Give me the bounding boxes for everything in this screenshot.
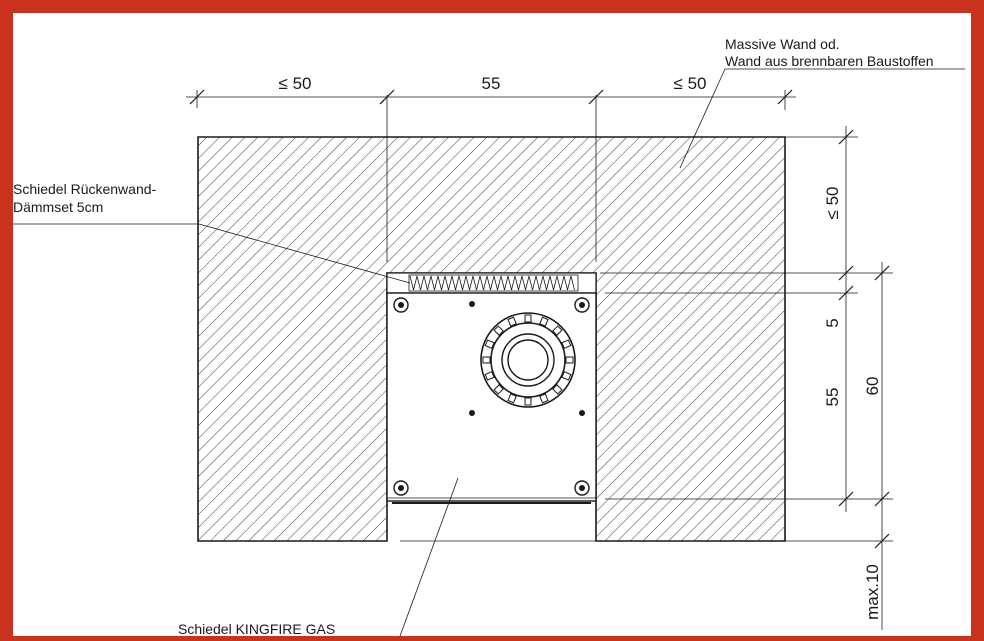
flue-tooth bbox=[484, 371, 495, 381]
corner-screw bbox=[574, 480, 590, 496]
corner-screw bbox=[574, 297, 590, 313]
flue-outlet bbox=[480, 312, 576, 408]
flue-tooth bbox=[561, 339, 572, 349]
mounting-dot bbox=[579, 410, 585, 416]
flue-tooth bbox=[484, 339, 495, 349]
dim-top-right: ≤ 50 bbox=[674, 74, 707, 93]
flue-tooth bbox=[507, 316, 517, 327]
wall-callout: Massive Wand od. Wand aus brennbaren Bau… bbox=[679, 36, 965, 169]
flue-tooth bbox=[552, 325, 563, 336]
flue-tooth bbox=[552, 384, 563, 395]
mounting-dot bbox=[469, 301, 475, 307]
wall-label-line2: Wand aus brennbaren Baustoffen bbox=[725, 53, 934, 69]
flue-tooth bbox=[493, 384, 504, 395]
corner-screw bbox=[393, 480, 409, 496]
dim-right-bottom: max.10 bbox=[863, 564, 882, 620]
flue-tooth bbox=[561, 371, 572, 381]
top-dimension-chain: ≤ 50 55 ≤ 50 bbox=[186, 74, 796, 110]
flue-tooth bbox=[539, 316, 549, 327]
flue-tooth bbox=[493, 325, 504, 336]
insulation-callout: Schiedel Rückenwand- Dämmset 5cm bbox=[13, 181, 411, 284]
flue-tooth bbox=[524, 314, 532, 323]
dim-top-middle: 55 bbox=[482, 74, 501, 93]
fireplace-unit bbox=[386, 292, 597, 504]
insulation-label-line2: Dämmset 5cm bbox=[13, 199, 103, 215]
dim-right-upper: ≤ 50 bbox=[823, 187, 842, 220]
dim-right-five: 5 bbox=[823, 318, 842, 327]
dim-right-sixty: 60 bbox=[863, 377, 882, 396]
corner-screw bbox=[393, 297, 409, 313]
flue-tooth bbox=[539, 393, 549, 404]
flue-tooth bbox=[524, 397, 532, 406]
insulation-label-line1: Schiedel Rückenwand- bbox=[13, 181, 157, 197]
wall-label-line1: Massive Wand od. bbox=[725, 36, 840, 52]
flue-tooth bbox=[482, 356, 491, 364]
right-dimension-chain: ≤ 50 5 55 bbox=[823, 126, 854, 512]
flue-tooth bbox=[565, 356, 574, 364]
product-callout: Schiedel KINGFIRE GAS bbox=[178, 477, 459, 637]
product-label: Schiedel KINGFIRE GAS bbox=[178, 621, 335, 636]
dim-top-left: ≤ 50 bbox=[279, 74, 312, 93]
right-outer-dimension-chain: 60 max.10 bbox=[863, 262, 890, 630]
dim-right-fiftyfive: 55 bbox=[823, 388, 842, 407]
insulation-strip bbox=[386, 272, 597, 294]
flue-tooth bbox=[507, 393, 517, 404]
mounting-dot bbox=[469, 410, 475, 416]
